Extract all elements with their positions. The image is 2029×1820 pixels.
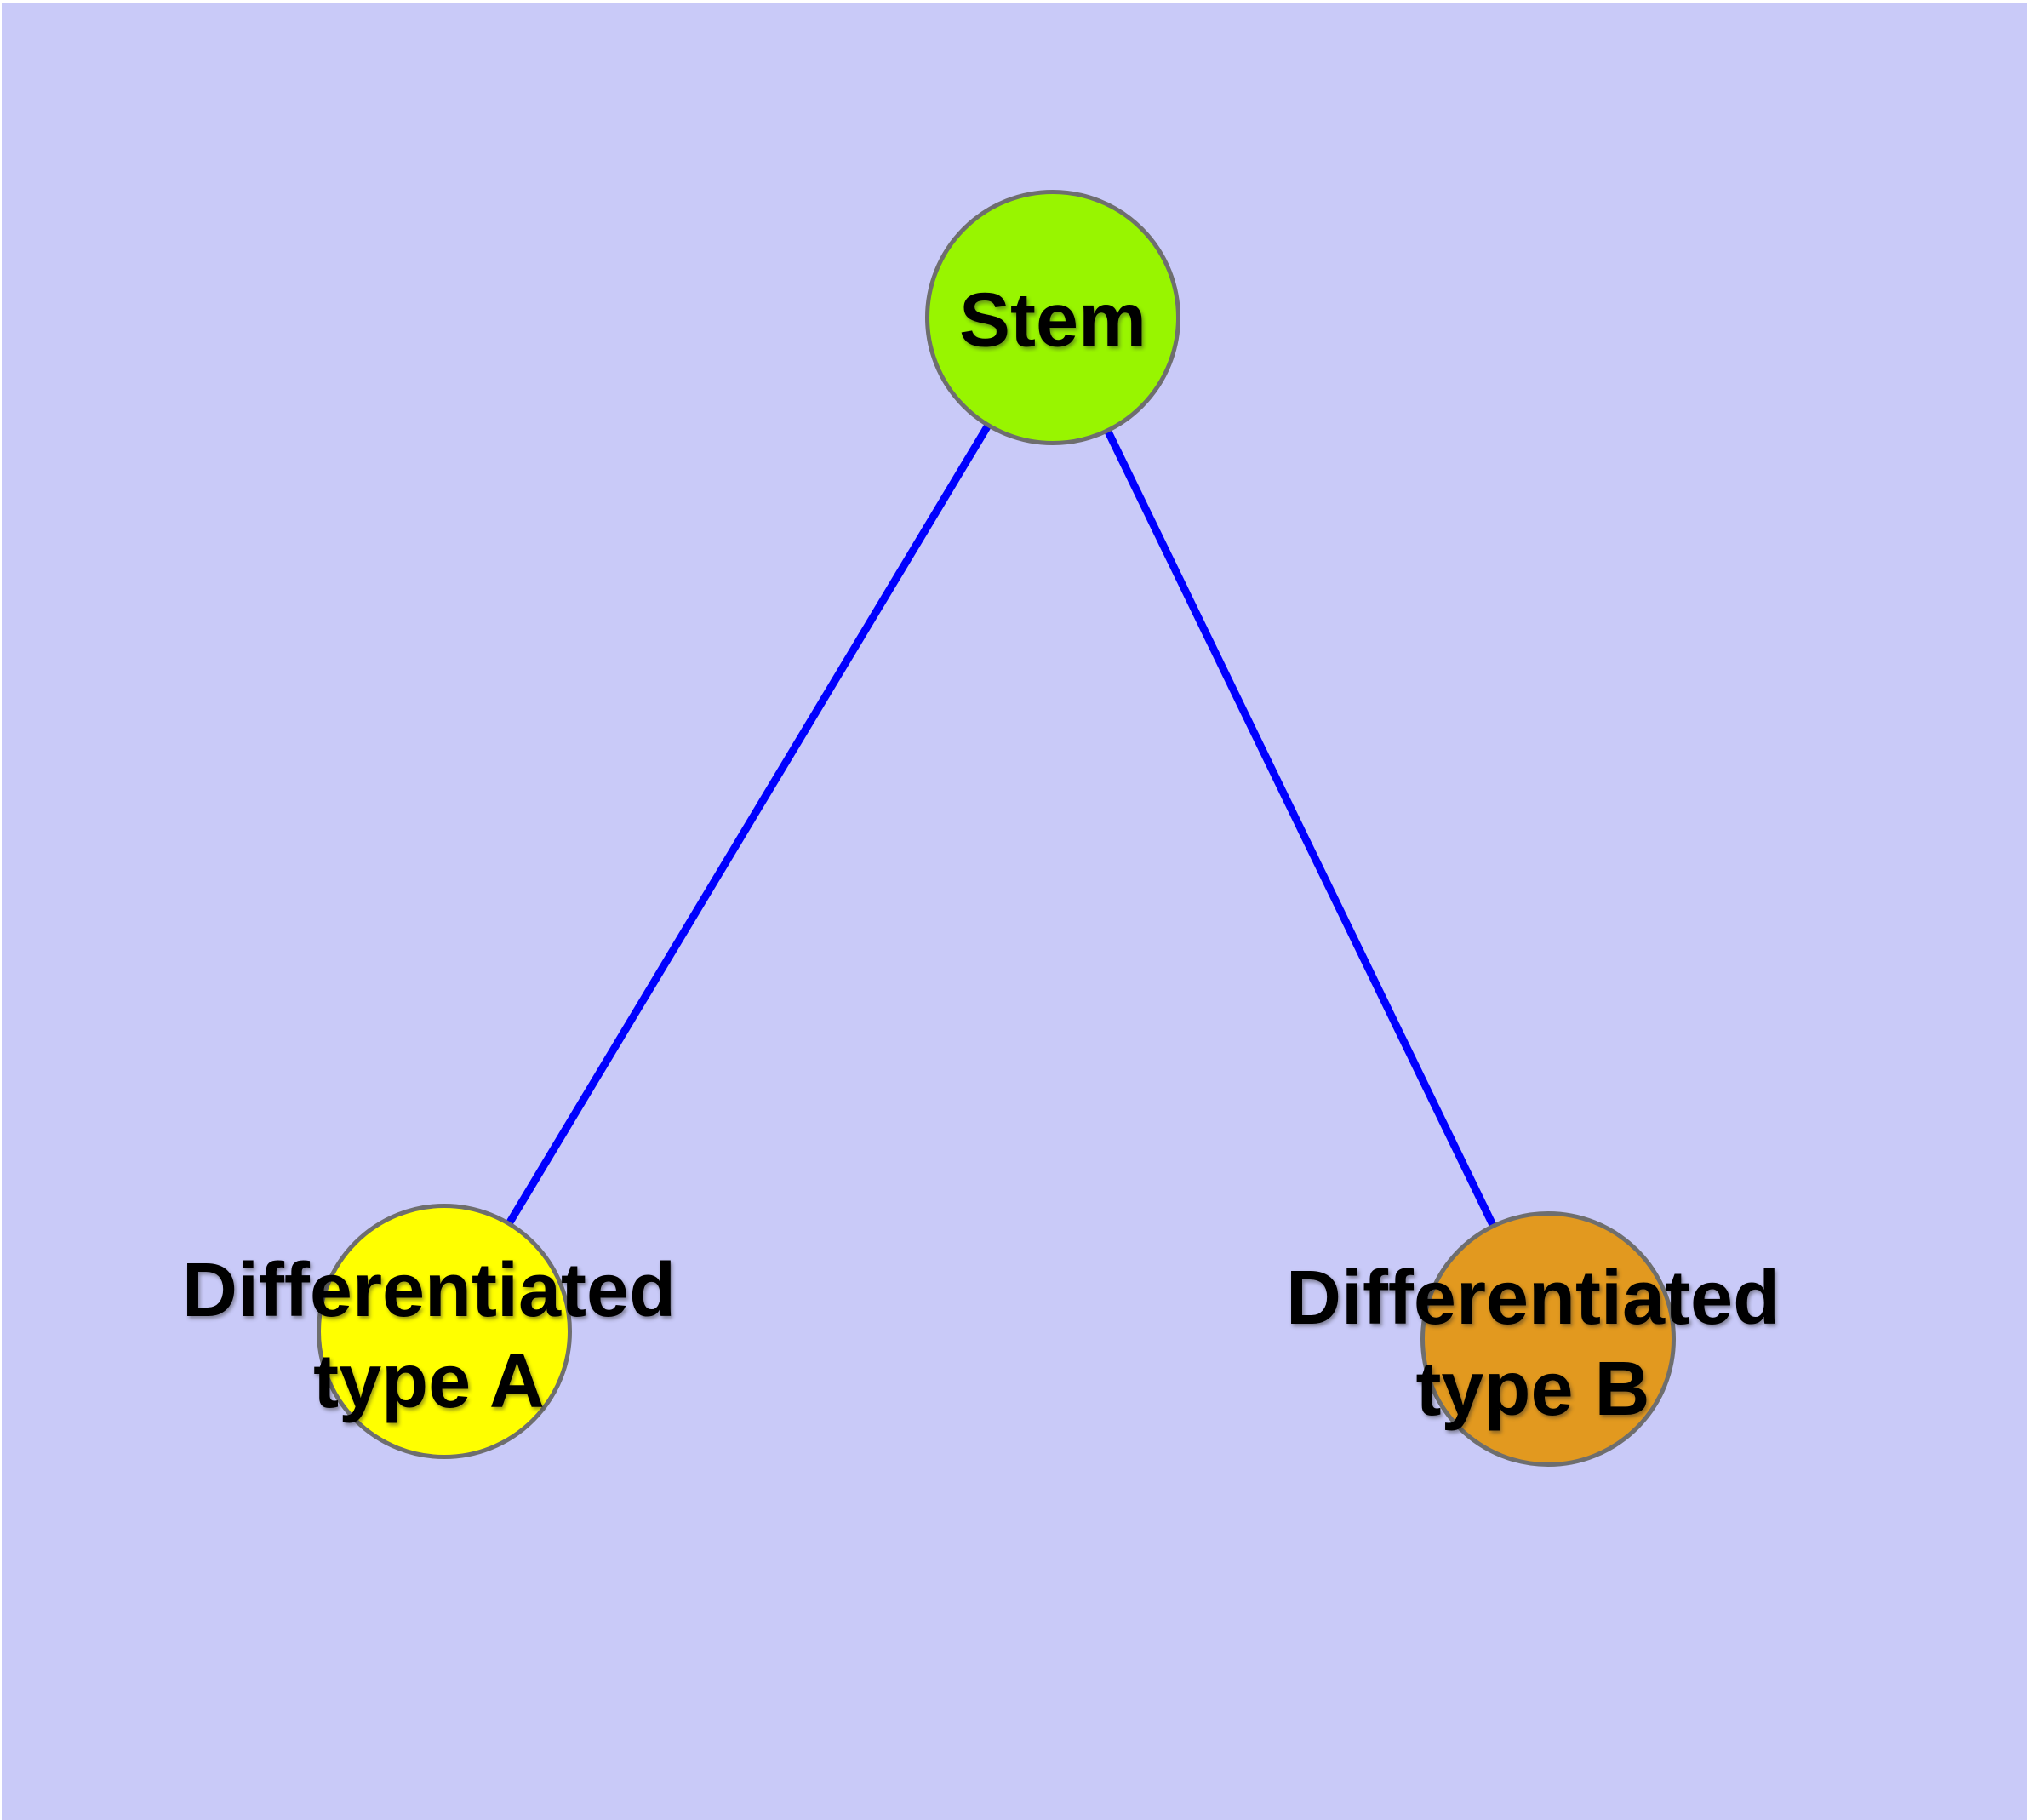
- node-layer: [317, 190, 1676, 1467]
- edge-layer: [441, 315, 1552, 1341]
- edge-stem-to-differentiated-type-b: [1049, 316, 1552, 1341]
- node-circle-differentiated-type-a: [317, 1204, 572, 1459]
- node-circle-differentiated-type-b: [1420, 1211, 1676, 1467]
- node-circle-stem: [925, 190, 1180, 445]
- edge-stem-to-differentiated-type-a: [441, 315, 1056, 1334]
